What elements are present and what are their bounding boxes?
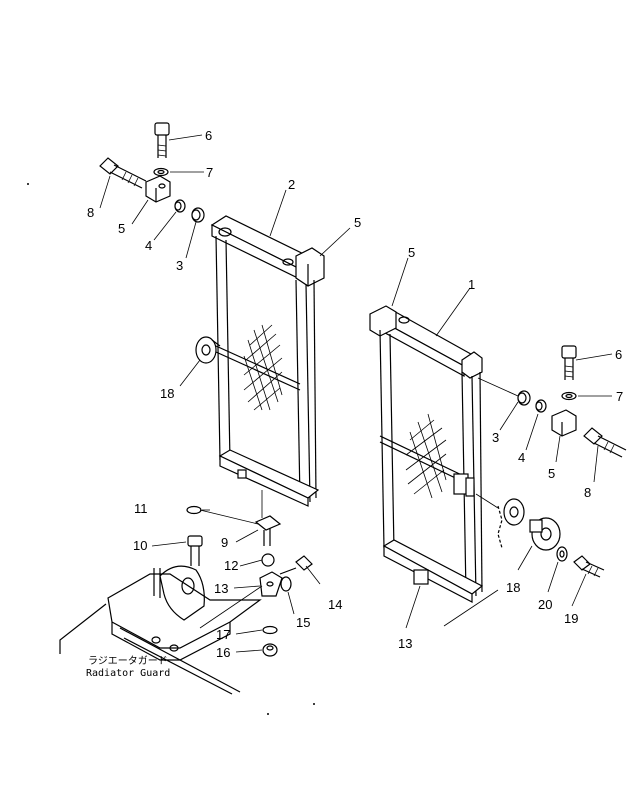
callout-6-right: 6 (615, 347, 622, 362)
callout-8-right: 8 (584, 485, 591, 500)
callout-15: 15 (296, 615, 310, 630)
callout-2: 2 (288, 177, 295, 192)
left-hardware (99, 122, 205, 223)
callout-7-right: 7 (616, 389, 623, 404)
callout-17: 17 (216, 627, 230, 642)
callout-4-right: 4 (518, 450, 525, 465)
callout-14: 14 (328, 597, 342, 612)
callout-5-right-a: 5 (408, 245, 415, 260)
callout-5-left-a: 5 (118, 221, 125, 236)
radiator-guard (59, 565, 262, 695)
leader-lines (99, 134, 613, 653)
callout-12: 12 (224, 558, 238, 573)
callout-9: 9 (221, 535, 228, 550)
callout-1: 1 (468, 277, 475, 292)
callout-19: 19 (564, 611, 578, 626)
guard-label-english: Radiator Guard (86, 668, 170, 679)
callout-18-left: 18 (160, 386, 174, 401)
callout-3-left: 3 (176, 258, 183, 273)
callout-4-left: 4 (145, 238, 152, 253)
callout-13-left: 13 (214, 581, 228, 596)
guard-label-japanese: ラジエータガード (88, 655, 168, 667)
radiator-left (195, 215, 325, 507)
radiator-right (369, 305, 525, 603)
right-hardware (517, 345, 627, 578)
callout-7-left: 7 (206, 165, 213, 180)
callout-3-right: 3 (492, 430, 499, 445)
callout-18-right: 18 (506, 580, 520, 595)
callout-13-right: 13 (398, 636, 412, 651)
callout-11: 11 (134, 501, 148, 516)
lower-hardware (186, 505, 313, 657)
callout-5-left-b: 5 (354, 215, 361, 230)
callout-16: 16 (216, 645, 230, 660)
callout-5-right-b: 5 (548, 466, 555, 481)
radiator-guard-label: ラジエータガード Radiator Guard (86, 655, 170, 679)
callout-8-left: 8 (87, 205, 94, 220)
callout-20: 20 (538, 597, 552, 612)
callout-labels: 6 7 8 5 4 3 2 5 18 5 1 6 7 3 4 5 8 11 10… (87, 128, 623, 660)
callout-6-left: 6 (205, 128, 212, 143)
callout-10: 10 (133, 538, 147, 553)
